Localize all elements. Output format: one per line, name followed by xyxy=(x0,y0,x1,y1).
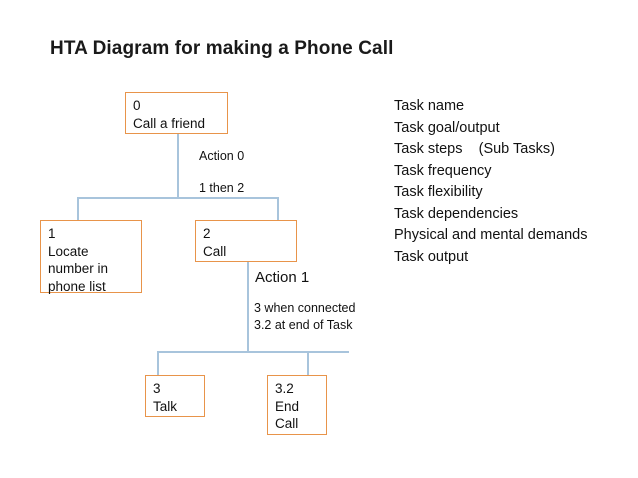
task-box-0-number: 0 xyxy=(133,98,141,113)
task-box-1-label-line-1: Locate xyxy=(48,243,89,259)
task-attribute-item: Task name xyxy=(394,98,465,114)
connector-stem-node-2 xyxy=(247,262,249,352)
task-attribute-item: Task flexibility xyxy=(394,184,483,200)
task-box-2-number: 2 xyxy=(203,226,211,241)
task-box-3-2-label-line-2: Call xyxy=(275,416,299,431)
task-box-3[interactable]: 3 Talk xyxy=(145,375,205,417)
task-attribute-item: Task dependencies xyxy=(394,205,519,222)
annotation-action-1-detail-line-1: 3 when connected xyxy=(254,301,356,315)
connector-drop-node-3 xyxy=(157,351,159,375)
task-box-3-label: Talk xyxy=(153,398,178,414)
annotation-action-1-detail: 3 when connected 3.2 at end of Task xyxy=(254,300,355,334)
task-box-3-2[interactable]: 3.2 End Call xyxy=(267,375,327,435)
task-box-3-2-number: 3.2 xyxy=(275,381,294,396)
task-box-0[interactable]: 0 Call a friend xyxy=(125,92,228,134)
task-box-2-label: Call xyxy=(203,243,227,259)
annotation-action-1-detail-line-2: 3.2 at end of Task xyxy=(254,318,353,332)
task-box-2[interactable]: 2 Call xyxy=(195,220,297,262)
annotation-action-0-label: Action 0 xyxy=(199,149,245,163)
connector-stem-node-0 xyxy=(177,134,179,198)
task-attribute-item: Physical and mental demands xyxy=(394,227,588,243)
page-title: HTA Diagram for making a Phone Call xyxy=(50,38,394,59)
task-attributes-list: Task name Task goal/output Task steps (S… xyxy=(394,96,587,268)
task-box-3-2-label-line-1: End xyxy=(275,398,300,414)
task-box-1[interactable]: 1 Locate number in phone list xyxy=(40,220,142,294)
task-box-0-label: Call a friend xyxy=(133,115,206,131)
task-box-1-label-line-2: number in xyxy=(48,261,109,276)
task-attribute-item: Task frequency xyxy=(394,162,492,179)
task-box-1-number: 1 xyxy=(48,226,56,241)
task-attribute-item: Task goal/output xyxy=(394,119,500,136)
task-box-3-number: 3 xyxy=(153,381,161,396)
connector-drop-node-2 xyxy=(277,197,279,220)
task-attribute-item: Task steps (Sub Tasks) xyxy=(394,141,555,157)
annotation-action-0-detail: 1 then 2 xyxy=(199,181,245,195)
connector-bar-node-2 xyxy=(157,351,349,353)
connector-drop-node-1 xyxy=(77,197,79,220)
task-box-1-label-line-3: phone list xyxy=(48,278,106,294)
task-attribute-item: Task output xyxy=(394,248,469,265)
annotation-action-1-label: Action 1 xyxy=(255,269,310,286)
connector-bar-node-0 xyxy=(77,197,279,199)
connector-drop-node-3-2 xyxy=(307,351,309,375)
